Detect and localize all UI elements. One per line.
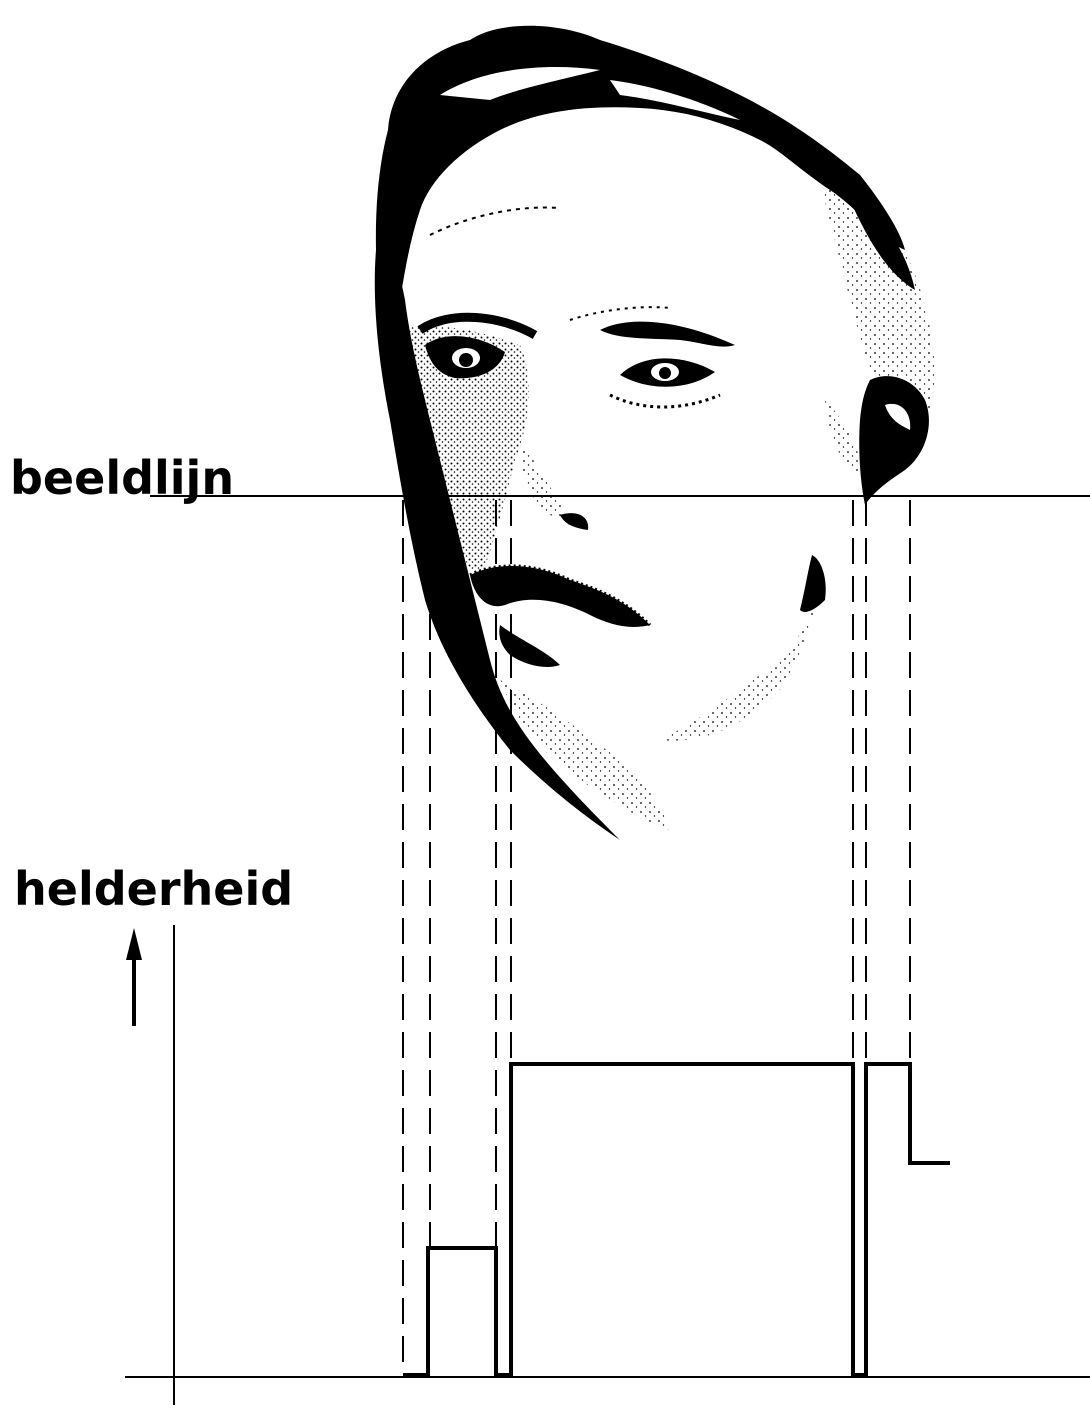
brightness-waveform bbox=[403, 1062, 950, 1377]
mustache-shape bbox=[470, 565, 650, 627]
projection-lines bbox=[402, 500, 911, 1372]
scanline-label: beeldlijn bbox=[10, 451, 235, 505]
up-arrow-icon bbox=[126, 928, 142, 1026]
left-eye-shape bbox=[417, 312, 538, 379]
face-shadow-left bbox=[374, 250, 620, 840]
right-eye-shape bbox=[600, 321, 735, 409]
ear-shape bbox=[859, 376, 929, 505]
brightness-label: helderheid bbox=[14, 862, 294, 916]
hair-shape bbox=[375, 25, 906, 401]
portrait-engraving-icon bbox=[374, 25, 935, 840]
